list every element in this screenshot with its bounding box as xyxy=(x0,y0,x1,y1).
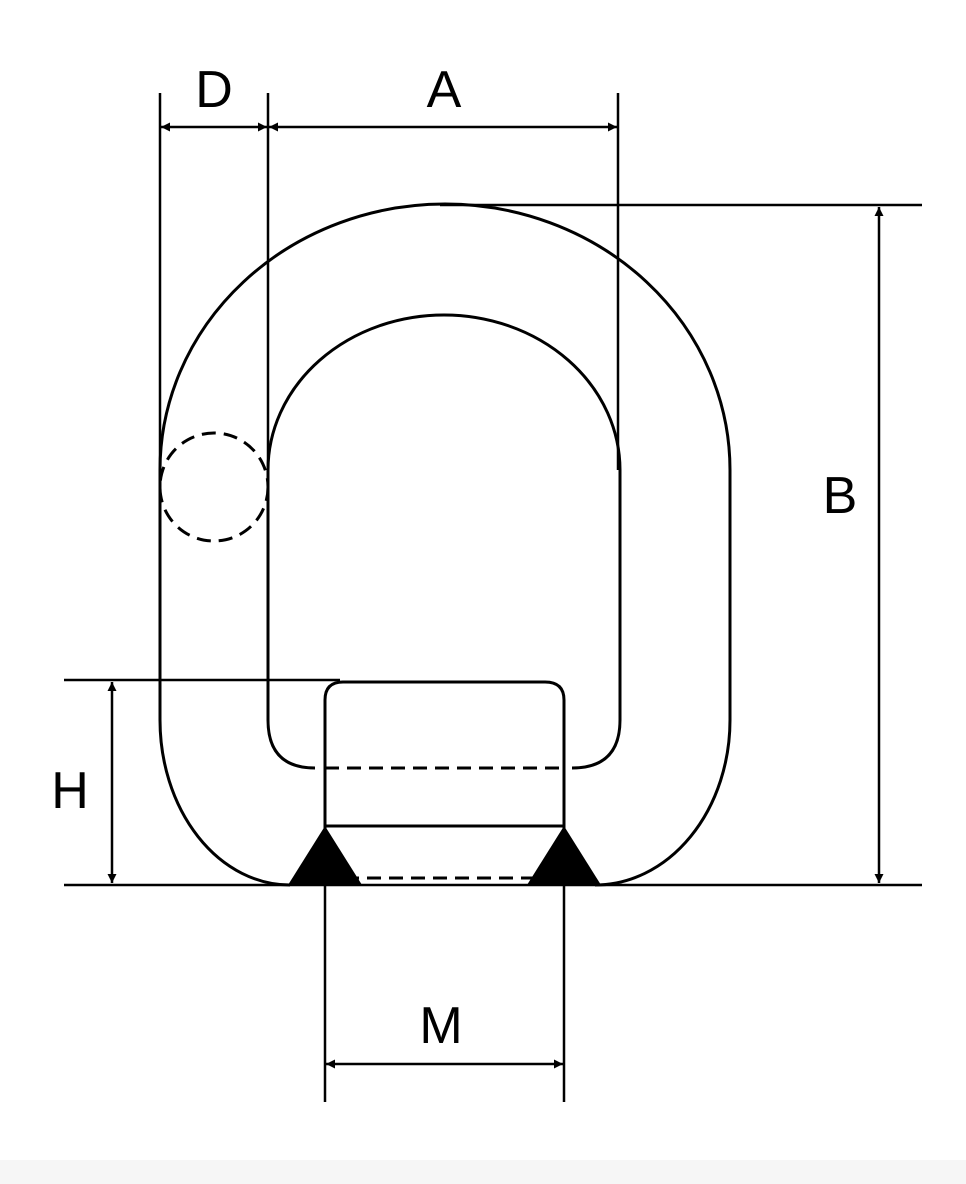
weld-triangle-left xyxy=(288,826,362,885)
rod-section-circle xyxy=(158,431,270,543)
label-d: D xyxy=(195,61,233,119)
footer-band xyxy=(0,1160,966,1184)
label-h: H xyxy=(51,762,89,820)
label-a: A xyxy=(427,61,462,119)
label-b: B xyxy=(823,467,858,525)
weld-triangle-right xyxy=(527,826,601,885)
label-m: M xyxy=(419,997,462,1055)
ring-inner-outline xyxy=(266,313,622,770)
base-block xyxy=(323,680,566,885)
d-ring-drawing: D A B H M xyxy=(51,61,922,1102)
ring-outer-outline xyxy=(158,202,732,887)
